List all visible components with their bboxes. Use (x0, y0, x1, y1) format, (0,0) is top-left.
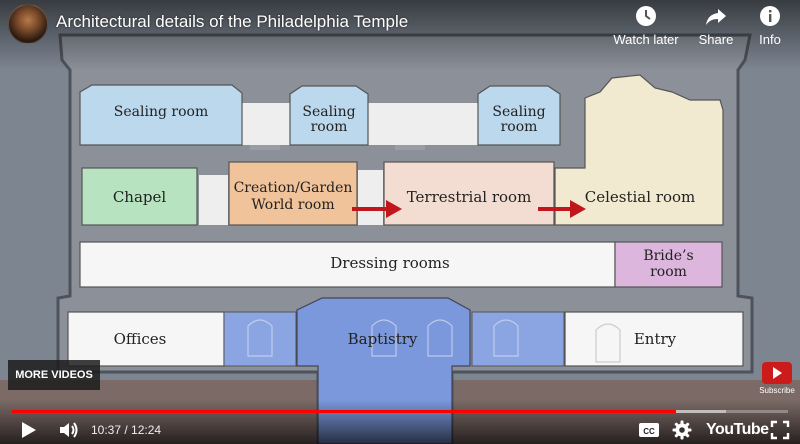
sealing-room-3 (477, 85, 561, 146)
top-bar: Architectural details of the Philadelphi… (0, 0, 800, 70)
creation-world-room (228, 161, 358, 226)
current-time: 10:37 (91, 423, 122, 437)
subscribe-label: Subscribe (759, 386, 795, 395)
brides-room (614, 241, 723, 288)
info-label: Info (759, 32, 781, 47)
entry-room (564, 311, 744, 367)
play-button[interactable] (18, 420, 38, 444)
fullscreen-button[interactable] (770, 420, 790, 444)
watch-later-button[interactable]: Watch later (610, 4, 682, 47)
celestial-room (554, 74, 724, 226)
settings-button[interactable] (672, 420, 692, 444)
arrow-terrestrial-to-celestial (538, 200, 586, 218)
captions-icon: CC (639, 423, 659, 437)
dressing-rooms (79, 241, 616, 288)
progress-played (12, 410, 677, 413)
more-videos-button[interactable]: MORE VIDEOS (8, 360, 100, 390)
duration: 12:24 (131, 423, 162, 437)
watch-later-label: Watch later (613, 32, 679, 47)
fullscreen-icon (770, 420, 790, 440)
info-icon (760, 6, 780, 26)
subscribe-button[interactable]: Subscribe (756, 362, 798, 402)
gap-room-4 (358, 170, 383, 225)
sealing-room-2 (289, 85, 369, 146)
player-controls: 10:37 / 12:24 CC YouTube (0, 400, 800, 444)
terrestrial-room (383, 161, 555, 226)
cc-text: CC (643, 427, 655, 436)
offices-room (67, 311, 225, 367)
chapel-room (81, 167, 198, 226)
arrow-creation-to-terrestrial (352, 200, 402, 218)
gap-room-3 (199, 175, 228, 225)
clock-icon (636, 6, 656, 26)
info-button[interactable]: Info (748, 4, 792, 47)
gap-room-2 (368, 103, 478, 145)
channel-avatar[interactable] (8, 4, 48, 44)
share-label: Share (698, 32, 734, 47)
volume-button[interactable] (58, 420, 80, 444)
share-arrow-icon (706, 9, 726, 25)
entry-window (595, 323, 621, 363)
volume-icon (60, 422, 78, 438)
captions-button[interactable]: CC (638, 420, 660, 444)
baptistry-windows (247, 319, 519, 357)
youtube-play-icon (762, 362, 792, 384)
stair-room-left (223, 311, 297, 367)
sealing-room-1 (79, 84, 243, 146)
time-display: 10:37 / 12:24 (91, 423, 161, 437)
share-button[interactable]: Share (692, 4, 740, 47)
gear-icon (672, 420, 692, 440)
time-separator: / (121, 423, 132, 437)
gap-room-1 (242, 103, 290, 145)
video-title[interactable]: Architectural details of the Philadelphi… (56, 12, 409, 31)
play-icon (22, 422, 36, 438)
youtube-logo[interactable]: YouTube (706, 421, 769, 438)
progress-bar[interactable] (12, 410, 788, 413)
